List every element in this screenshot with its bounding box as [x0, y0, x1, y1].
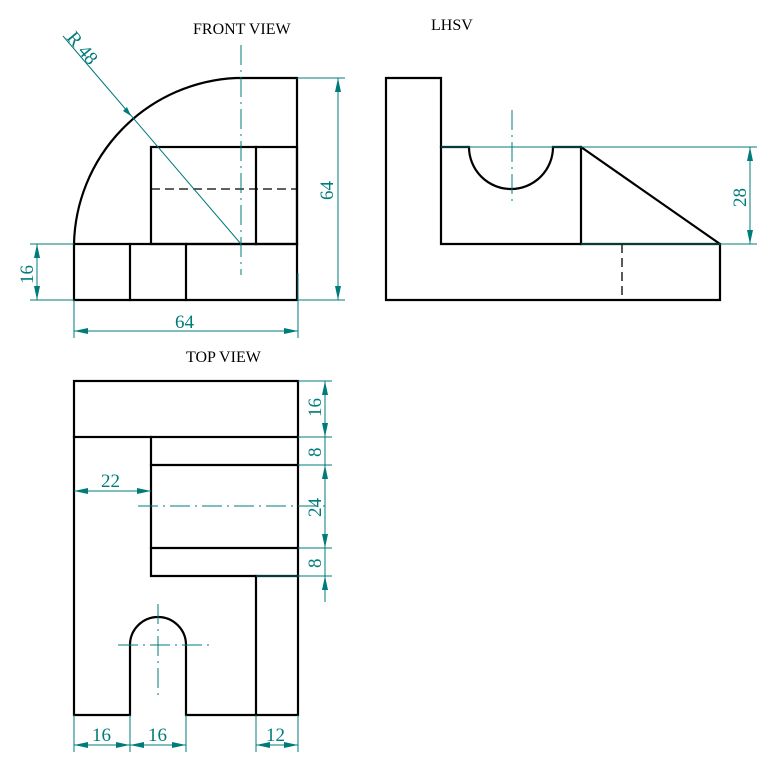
arrow-up	[322, 465, 328, 479]
arrow-down	[335, 286, 341, 300]
arrow-up	[34, 244, 40, 258]
arrow-down	[34, 286, 40, 300]
arrow-up	[322, 381, 328, 395]
slot-width-label: 24	[305, 498, 326, 518]
slot-gap-lower-label: 8	[305, 559, 326, 569]
right-web-label: 12	[266, 725, 285, 746]
slot-offset-label: 22	[101, 471, 120, 492]
radius-leader	[62, 35, 242, 245]
front-height-label: 64	[317, 181, 338, 201]
side-view: LHSV 28	[384, 17, 757, 302]
side-rib-slope	[579, 145, 722, 246]
arrow-left	[74, 742, 88, 748]
uslot-width-label: 16	[148, 725, 167, 746]
top-back-strip	[72, 379, 300, 439]
front-inner-block	[149, 145, 299, 246]
arrow-up	[747, 147, 753, 161]
side-view-title: LHSV	[431, 17, 473, 34]
slot-gap-upper-label: 8	[305, 448, 326, 458]
arrow-left	[74, 328, 88, 334]
rib-height-label: 28	[730, 188, 751, 207]
radius-label: R 48	[62, 28, 102, 69]
radius-arrow	[123, 107, 131, 116]
front-view-title: FRONT VIEW	[193, 21, 292, 38]
arrow-right	[284, 328, 298, 334]
arrow-right	[284, 742, 298, 748]
front-width-label: 64	[175, 312, 195, 333]
side-l-outline	[384, 76, 722, 302]
arrow-down	[747, 230, 753, 244]
arrow-left	[256, 742, 270, 748]
front-view: FRONT VIEW R 48 64 16	[17, 21, 345, 338]
arrow-right	[137, 488, 151, 494]
arrow-right	[172, 742, 186, 748]
arrow-left	[74, 488, 88, 494]
left-web-label: 16	[92, 725, 111, 746]
arrow-left	[130, 742, 144, 748]
front-outline	[72, 76, 299, 302]
back-thickness-label: 16	[305, 398, 326, 417]
arrow-right	[116, 742, 130, 748]
arrow-up	[335, 78, 341, 92]
top-slot-outline	[149, 435, 300, 578]
arrow-up	[322, 576, 328, 590]
top-view-title: TOP VIEW	[186, 349, 262, 366]
arrow-down	[322, 423, 328, 437]
arrow-down	[322, 534, 328, 548]
top-view: TOP VIEW 16 8 24 8 22	[72, 349, 332, 752]
base-height-label: 16	[17, 265, 38, 284]
side-block-with-notch	[439, 145, 583, 246]
